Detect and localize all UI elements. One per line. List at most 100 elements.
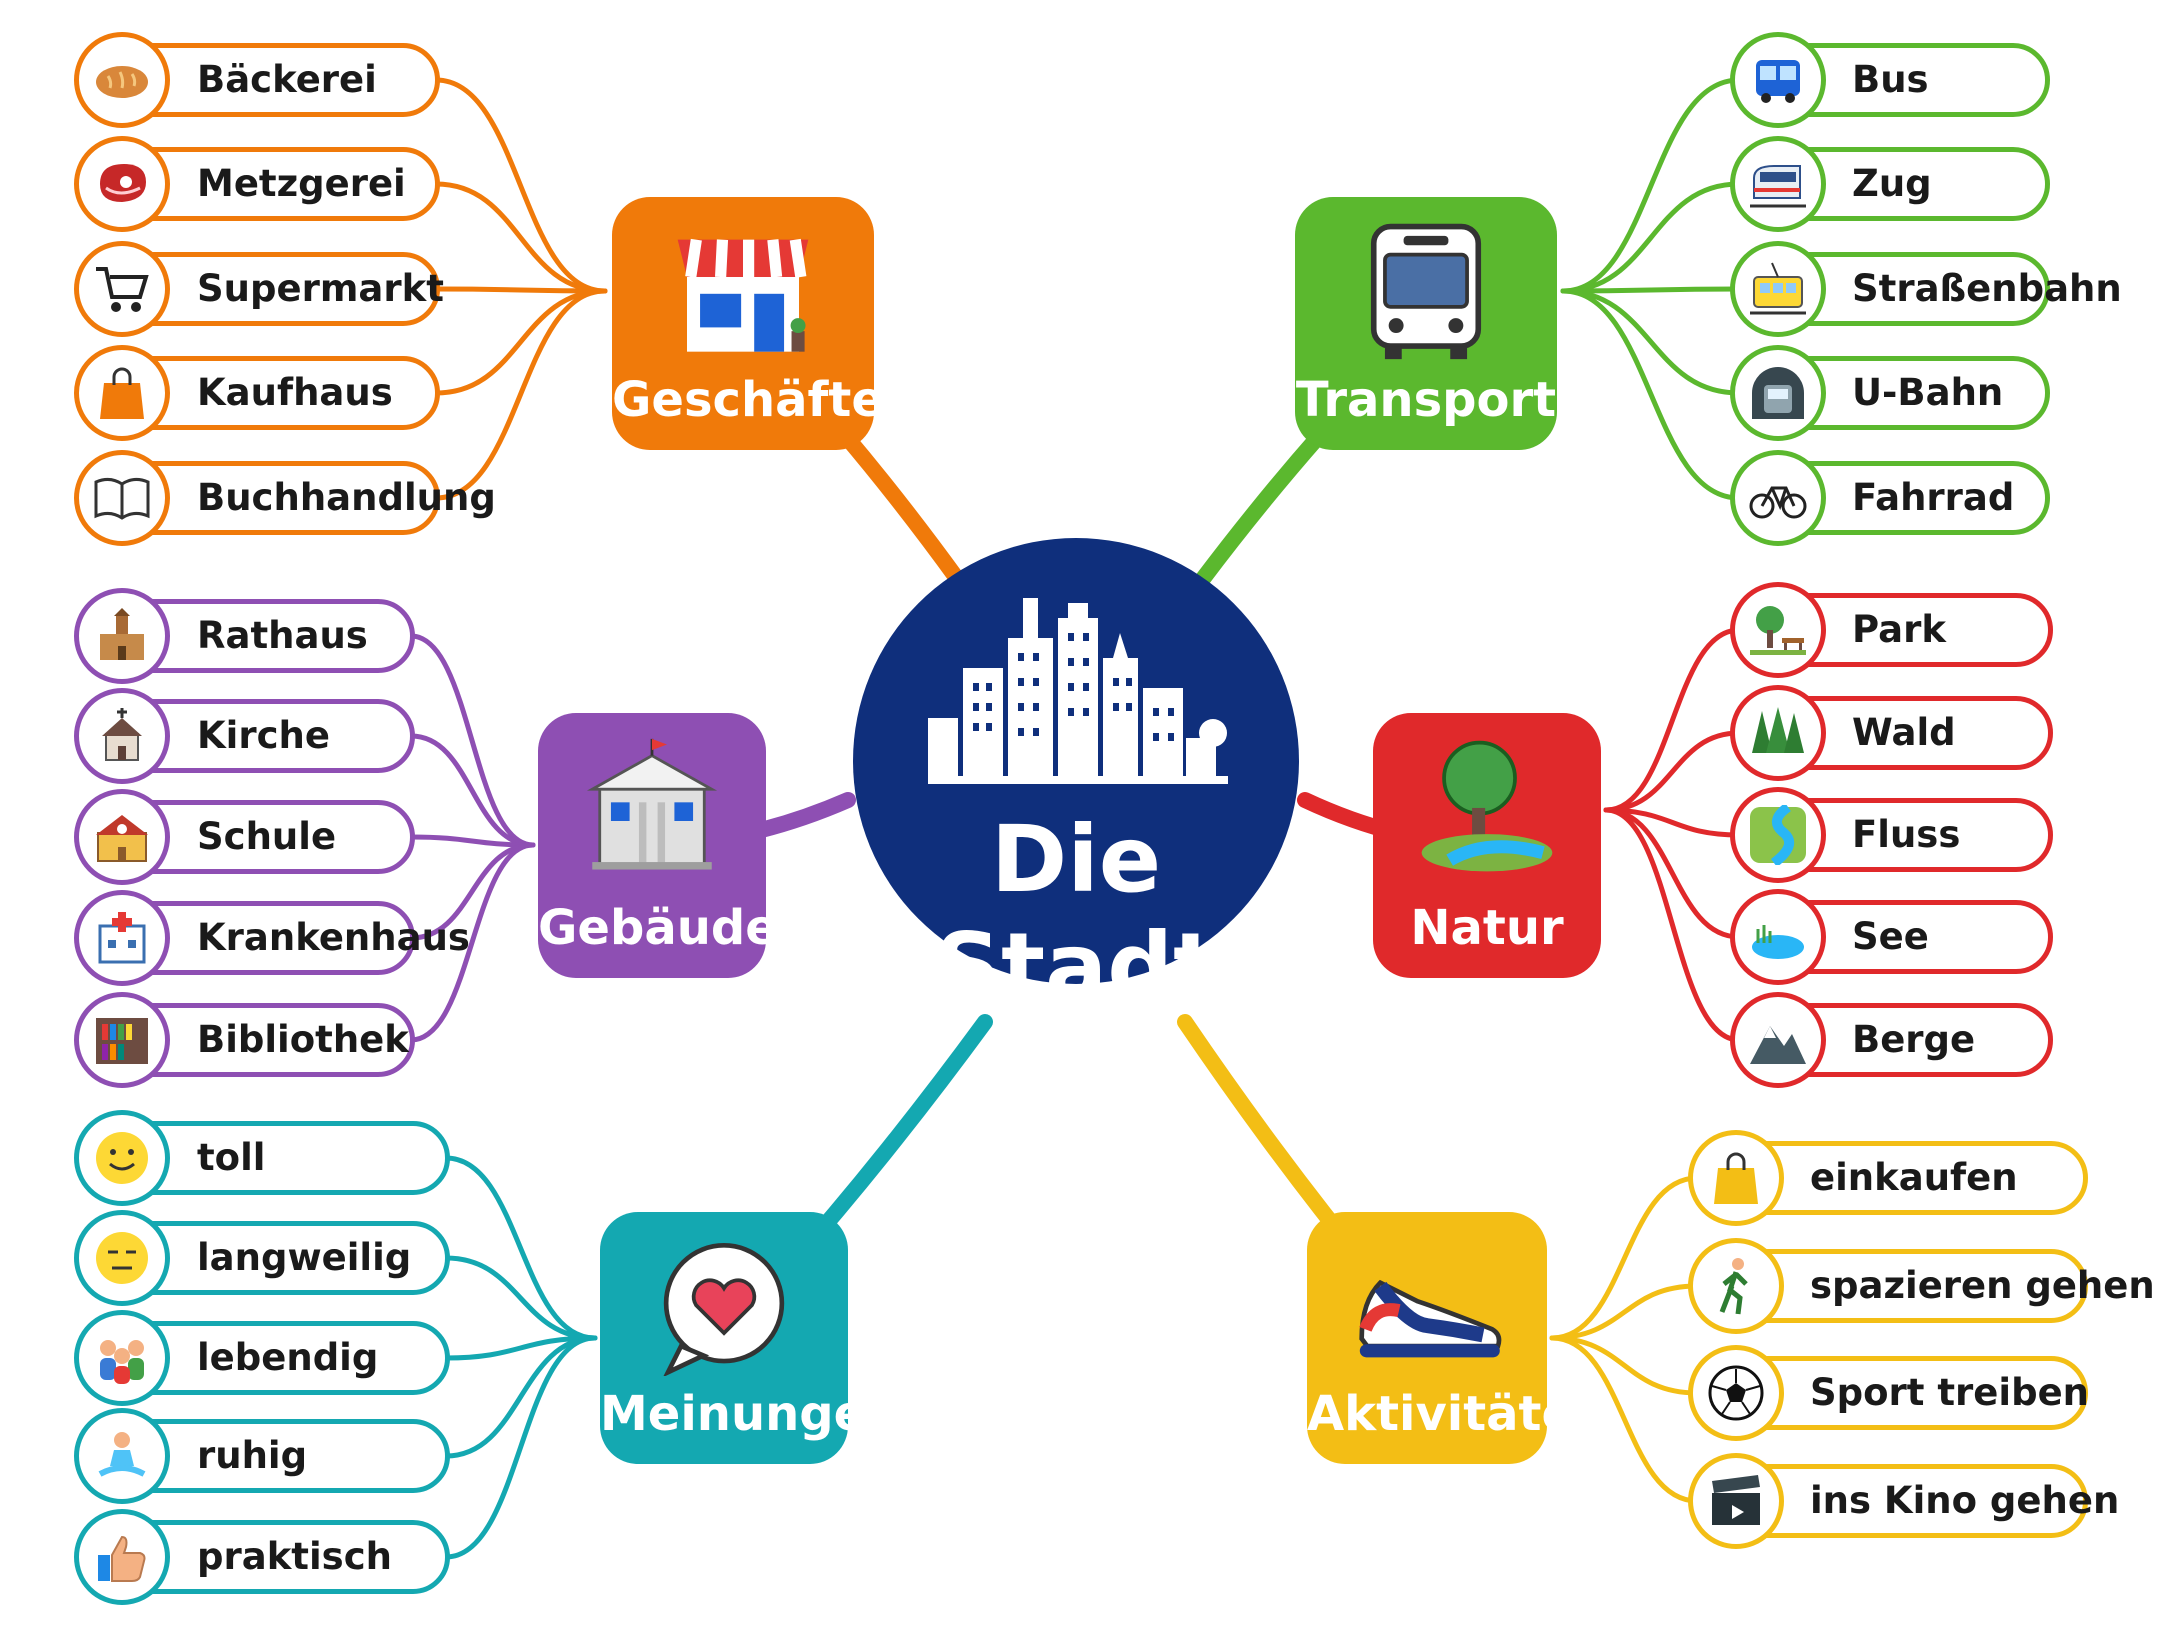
item-icon-circle <box>1688 1238 1784 1334</box>
item-label: langweilig <box>197 1236 412 1279</box>
item-label: Fahrrad <box>1852 476 2015 519</box>
bus-icon <box>1756 60 1800 103</box>
item-icon-circle <box>74 890 170 986</box>
meditation-icon <box>98 1432 146 1477</box>
connector-line <box>433 288 608 396</box>
shopping-bag-icon <box>100 367 144 419</box>
park-icon <box>1750 606 1806 655</box>
item-label: Bus <box>1852 58 1929 101</box>
connector-line <box>1603 627 1742 813</box>
river-icon <box>1750 805 1806 865</box>
item-icon-circle <box>74 1110 170 1206</box>
connector-line <box>408 842 536 1043</box>
connector-line <box>408 633 536 848</box>
connector-line <box>1549 1175 1700 1341</box>
item-icon-circle <box>1730 582 1826 678</box>
connector-line <box>1603 807 1742 940</box>
church-icon <box>102 708 142 761</box>
item-label: ruhig <box>197 1434 308 1477</box>
item-label: Krankenhaus <box>197 916 470 959</box>
item-label: Kirche <box>197 714 330 757</box>
sneaker-icon <box>1359 1279 1502 1358</box>
shopping-bag-icon <box>1714 1152 1758 1204</box>
forest-icon <box>1752 707 1804 753</box>
item-icon-circle <box>74 1310 170 1406</box>
bus-front-icon <box>1370 223 1482 360</box>
connector-line <box>433 181 608 294</box>
heart-speech-bubble-icon <box>663 1243 785 1376</box>
tram-icon <box>1750 262 1806 315</box>
item-icon-circle <box>1730 889 1826 985</box>
walking-person-icon <box>1719 1258 1748 1315</box>
bookshelf-icon <box>96 1018 148 1064</box>
item-icon-circle <box>74 450 170 546</box>
item-label: Fluss <box>1852 813 1961 856</box>
item-icon-circle <box>1688 1345 1784 1441</box>
connector-line <box>433 286 608 294</box>
item-icon-circle <box>74 241 170 337</box>
item-icon-circle <box>74 1210 170 1306</box>
item-label: Buchhandlung <box>197 476 496 519</box>
connector-line <box>1560 286 1742 294</box>
tree-river-icon <box>1421 740 1553 872</box>
item-icon-circle <box>1730 685 1826 781</box>
item-icon-circle <box>1730 787 1826 883</box>
connector-line <box>433 288 608 501</box>
connector-line <box>408 733 536 848</box>
item-icon-circle <box>1688 1453 1784 1549</box>
item-icon-circle <box>1730 345 1826 441</box>
connector-line <box>1549 1283 1700 1341</box>
item-icon-circle <box>74 688 170 784</box>
train-icon <box>1750 165 1806 208</box>
item-icon-circle <box>74 345 170 441</box>
soccer-ball-icon <box>1708 1365 1764 1421</box>
category-label: Transport <box>1295 372 1557 428</box>
item-label: Berge <box>1852 1018 1976 1061</box>
connector-line <box>1603 730 1742 813</box>
book-icon <box>94 477 150 520</box>
item-gebaeude-4: Bibliothek <box>80 1003 415 1077</box>
connector-line <box>443 1335 598 1459</box>
town-hall-icon <box>100 608 144 660</box>
item-icon-circle <box>74 1509 170 1605</box>
item-label: Supermarkt <box>197 267 444 310</box>
lake-icon <box>1752 925 1804 959</box>
connector-line <box>1560 181 1742 294</box>
thumbs-up-icon <box>98 1535 146 1582</box>
item-label: Bäckerei <box>197 58 377 101</box>
center-node: Die Stadt <box>853 538 1299 1020</box>
item-icon-circle <box>1730 136 1826 232</box>
item-label: Park <box>1852 608 1946 651</box>
item-label: See <box>1852 915 1929 958</box>
item-icon-circle <box>1730 241 1826 337</box>
item-label: ins Kino gehen <box>1810 1479 2120 1522</box>
clapperboard-icon <box>1712 1475 1760 1525</box>
item-icon-circle <box>74 32 170 128</box>
hospital-icon <box>98 912 146 964</box>
item-label: einkaufen <box>1810 1156 2018 1199</box>
cart-icon <box>96 267 149 312</box>
connector-line <box>1603 807 1742 1043</box>
item-label: lebendig <box>197 1336 379 1379</box>
government-building-icon <box>586 738 718 870</box>
connector-line <box>1603 807 1742 838</box>
category-label: Meinungen <box>600 1386 901 1442</box>
connector-line <box>443 1155 598 1341</box>
category-label: Gebäude <box>538 900 778 956</box>
item-icon-circle <box>1730 450 1826 546</box>
item-label: Bibliothek <box>197 1018 409 1061</box>
center-title: Die Stadt <box>934 806 1218 1020</box>
connector-line <box>1549 1335 1700 1504</box>
category-node-gebaeude: Gebäude <box>538 713 778 978</box>
category-node-aktivitaeten: Aktivitäten <box>1307 1212 1608 1464</box>
connector-line <box>408 834 536 848</box>
meat-icon <box>100 164 146 202</box>
bored-face-icon <box>96 1232 148 1284</box>
item-label: Straßenbahn <box>1852 267 2122 310</box>
item-geschaefte-2: Supermarkt <box>80 252 444 326</box>
item-icon-circle <box>74 1408 170 1504</box>
item-label: Rathaus <box>197 614 368 657</box>
item-icon-circle <box>1730 32 1826 128</box>
item-label: Kaufhaus <box>197 371 393 414</box>
